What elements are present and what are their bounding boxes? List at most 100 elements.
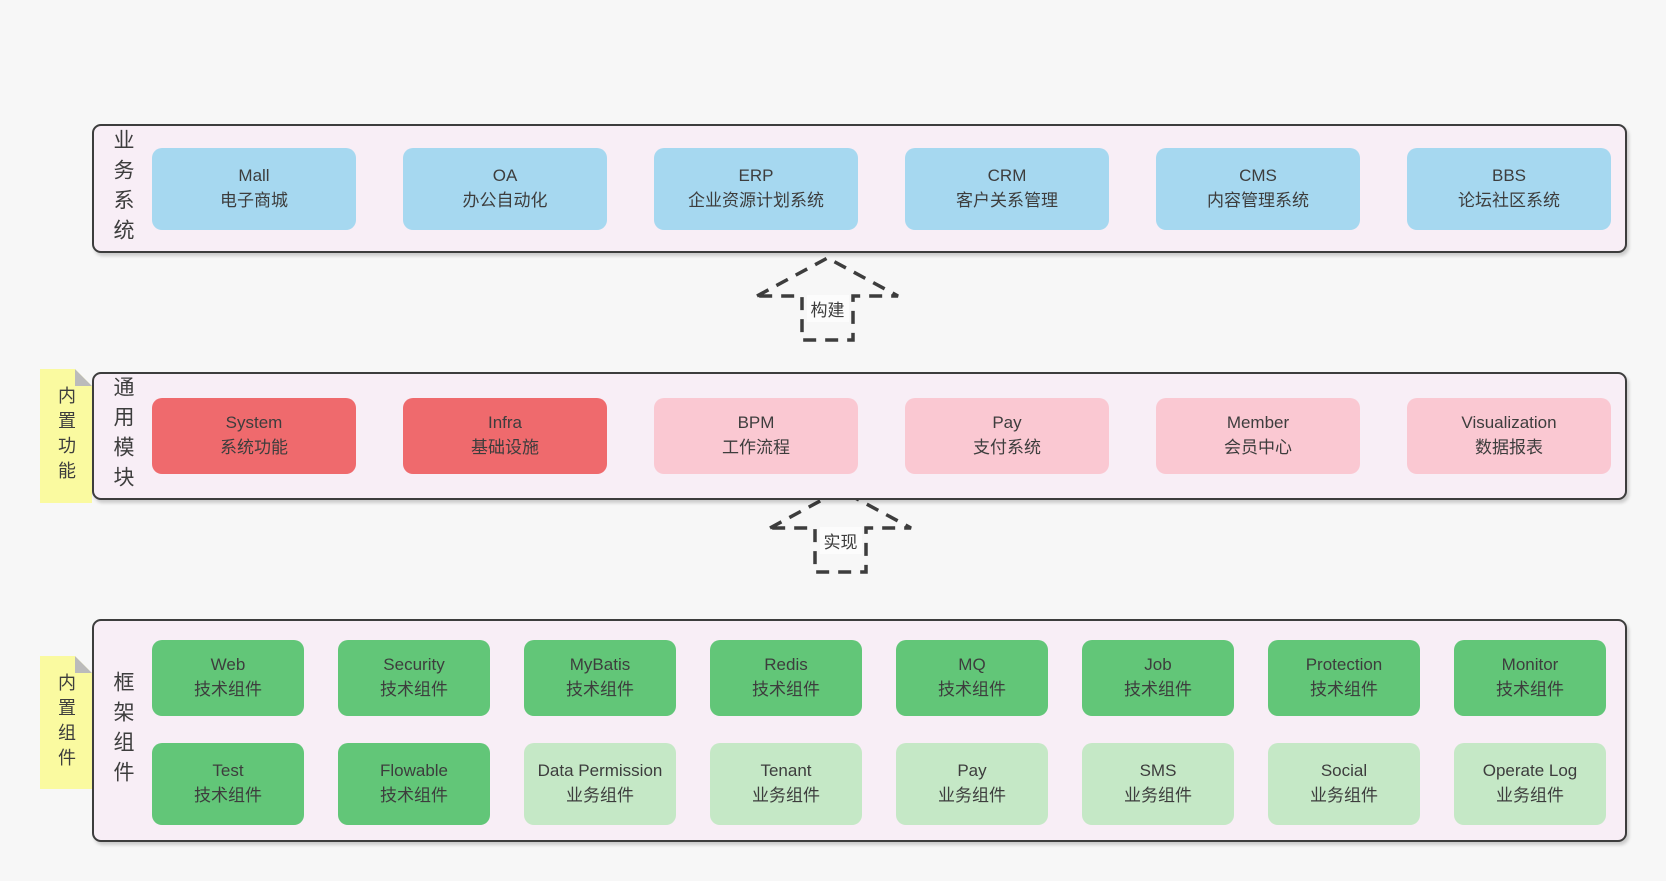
box-test: Test 技术组件 [152, 743, 304, 825]
arrow-build: 构建 [755, 255, 900, 343]
box-title: MQ [958, 655, 986, 675]
box-title: Mall [238, 165, 270, 185]
box-subtitle: 业务组件 [1310, 786, 1378, 805]
arrow-outline [756, 256, 899, 342]
box-subtitle: 客户关系管理 [956, 190, 1058, 210]
box-pay-component: Pay 业务组件 [896, 743, 1048, 825]
box-protection: Protection 技术组件 [1268, 640, 1420, 716]
box-title: CRM [987, 165, 1027, 185]
box-title: BPM [737, 413, 775, 433]
box-title: Pay [957, 761, 987, 781]
box-system: System 系统功能 [152, 398, 356, 474]
box-data-permission: Data Permission 业务组件 [524, 743, 676, 825]
box-subtitle: 内容管理系统 [1207, 190, 1309, 210]
modules-box-row: System 系统功能 Infra 基础设施 BPM 工作流程 Pay 支付系统… [152, 398, 1611, 474]
dashed-up-arrow-icon [756, 256, 899, 342]
box-subtitle: 电子商城 [220, 190, 288, 210]
box-title: Flowable [379, 761, 449, 781]
folded-corner-icon [75, 369, 92, 386]
box-title: Test [212, 761, 244, 781]
layer-label-modules: 通用模块 [111, 376, 134, 496]
box-infra: Infra 基础设施 [403, 398, 607, 474]
box-erp: ERP 企业资源计划系统 [654, 147, 858, 230]
framework-box-row-1: Web 技术组件 Security 技术组件 MyBatis 技术组件 Redi… [152, 640, 1606, 716]
box-bpm: BPM 工作流程 [654, 398, 858, 474]
box-title: Security [383, 655, 445, 675]
box-visualization: Visualization 数据报表 [1407, 398, 1611, 474]
box-oa: OA 办公自动化 [403, 147, 607, 230]
box-bbs: BBS 论坛社区系统 [1407, 147, 1611, 230]
box-pay-module: Pay 支付系统 [905, 398, 1109, 474]
box-subtitle: 办公自动化 [462, 190, 548, 210]
layer-label-framework: 框架组件 [111, 670, 134, 791]
box-subtitle: 技术组件 [752, 680, 820, 699]
box-title: Redis [764, 655, 808, 675]
box-title: Web [210, 655, 246, 675]
box-title: OA [492, 165, 518, 185]
sticky-tag-builtin-components: 内置组件 [40, 656, 92, 789]
box-subtitle: 业务组件 [566, 786, 634, 805]
layer-framework-components: 框架组件 Web 技术组件 Security 技术组件 MyBatis 技术组件… [92, 619, 1627, 842]
box-subtitle: 工作流程 [722, 438, 790, 457]
box-title: Data Permission [537, 761, 663, 781]
box-mybatis: MyBatis 技术组件 [524, 640, 676, 716]
box-title: SMS [1139, 761, 1177, 781]
box-crm: CRM 客户关系管理 [905, 147, 1109, 230]
box-subtitle: 会员中心 [1224, 438, 1292, 457]
layer-business-systems: 业务系统 Mall 电子商城 OA 办公自动化 ERP 企业资源计划系统 CRM… [92, 124, 1627, 253]
box-subtitle: 业务组件 [1124, 786, 1192, 805]
box-monitor: Monitor 技术组件 [1454, 640, 1606, 716]
box-subtitle: 论坛社区系统 [1458, 190, 1560, 210]
box-subtitle: 技术组件 [1496, 680, 1564, 699]
box-subtitle: 业务组件 [938, 786, 1006, 805]
box-title: Job [1144, 655, 1172, 675]
framework-box-row-2: Test 技术组件 Flowable 技术组件 Data Permission … [152, 743, 1606, 825]
box-subtitle: 技术组件 [194, 786, 262, 805]
box-subtitle: 业务组件 [1496, 786, 1564, 805]
box-security: Security 技术组件 [338, 640, 490, 716]
sticky-tag-builtin-features: 内置功能 [40, 369, 92, 503]
box-web: Web 技术组件 [152, 640, 304, 716]
box-subtitle: 技术组件 [1124, 680, 1192, 699]
box-title: Member [1226, 413, 1290, 433]
box-title: Protection [1305, 655, 1383, 675]
folded-corner-icon [75, 656, 92, 673]
box-title: MyBatis [569, 655, 631, 675]
box-subtitle: 技术组件 [938, 680, 1006, 699]
box-title: ERP [738, 165, 774, 185]
box-job: Job 技术组件 [1082, 640, 1234, 716]
box-subtitle: 技术组件 [566, 680, 634, 699]
box-redis: Redis 技术组件 [710, 640, 862, 716]
box-subtitle: 支付系统 [973, 438, 1041, 457]
box-sms: SMS 业务组件 [1082, 743, 1234, 825]
box-title: Pay [992, 413, 1022, 433]
box-subtitle: 技术组件 [380, 786, 448, 805]
box-title: Tenant [760, 761, 812, 781]
box-subtitle: 数据报表 [1475, 438, 1543, 457]
box-title: CMS [1239, 165, 1277, 185]
box-flowable: Flowable 技术组件 [338, 743, 490, 825]
box-subtitle: 系统功能 [220, 438, 288, 457]
sticky-tag-label: 内置组件 [56, 672, 76, 773]
arrow-implement-label: 实现 [819, 527, 862, 554]
box-title: Visualization [1461, 413, 1557, 433]
box-mq: MQ 技术组件 [896, 640, 1048, 716]
box-title: Monitor [1501, 655, 1559, 675]
box-title: BBS [1491, 165, 1527, 185]
box-subtitle: 技术组件 [1310, 680, 1378, 699]
box-member: Member 会员中心 [1156, 398, 1360, 474]
box-title: Social [1320, 761, 1368, 781]
box-title: Operate Log [1482, 761, 1578, 781]
business-box-row: Mall 电子商城 OA 办公自动化 ERP 企业资源计划系统 CRM 客户关系… [152, 147, 1611, 230]
sticky-tag-label: 内置功能 [56, 386, 76, 486]
arrow-build-label: 构建 [806, 295, 849, 322]
box-mall: Mall 电子商城 [152, 147, 356, 230]
box-operate-log: Operate Log 业务组件 [1454, 743, 1606, 825]
box-cms: CMS 内容管理系统 [1156, 147, 1360, 230]
box-social: Social 业务组件 [1268, 743, 1420, 825]
box-subtitle: 企业资源计划系统 [688, 190, 824, 210]
box-subtitle: 技术组件 [380, 680, 448, 699]
box-title: Infra [487, 413, 523, 433]
box-title: System [225, 413, 283, 433]
